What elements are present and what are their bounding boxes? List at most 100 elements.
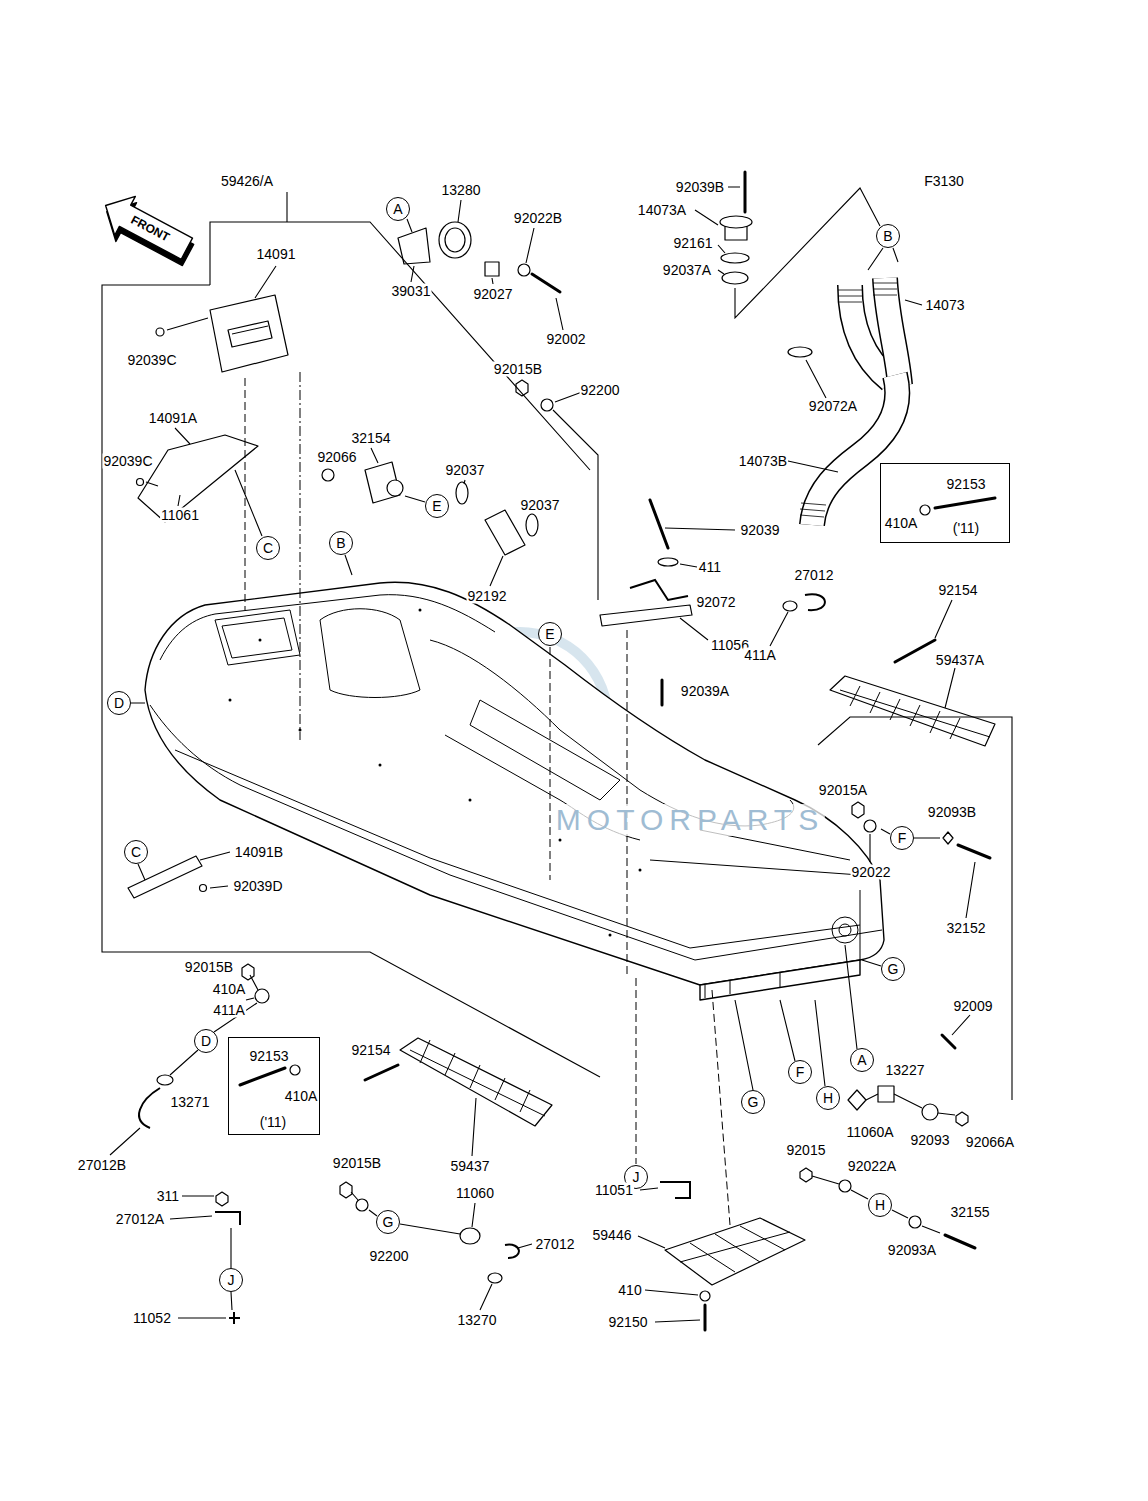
reference-letter: B <box>329 531 353 555</box>
reference-letter-text: B <box>883 229 892 243</box>
callout-number: 92192 <box>467 589 508 604</box>
callout-number: 32154 <box>351 431 392 446</box>
callout-number: 92015B <box>332 1156 382 1171</box>
callout-number: 59437 <box>450 1159 491 1174</box>
year-variant-box: 92153 410A ('11) <box>228 1037 320 1135</box>
callout-number: F3130 <box>923 174 965 189</box>
reference-letter-text: F <box>796 1065 805 1079</box>
callout-number: 27012 <box>535 1237 576 1252</box>
callout-number: 92027 <box>473 287 514 302</box>
callout-number: 59446 <box>592 1228 633 1243</box>
callout-number: 92037 <box>445 463 486 478</box>
reference-letter: G <box>741 1090 765 1114</box>
reference-letter: D <box>107 691 131 715</box>
callout-number: 92022 <box>851 865 892 880</box>
model-year-note: ('11) <box>259 1115 288 1130</box>
callout-number: 92200 <box>369 1249 410 1264</box>
reference-letter-text: A <box>393 202 402 216</box>
callout-number: 92037A <box>662 263 712 278</box>
callout-number: 39031 <box>391 284 432 299</box>
reference-letter: F <box>890 826 914 850</box>
callout-number: 92015 <box>786 1143 827 1158</box>
callout-number: 27012A <box>115 1212 165 1227</box>
reference-letter: A <box>850 1048 874 1072</box>
callout-number: 92154 <box>938 583 979 598</box>
callout-number: 92009 <box>953 999 994 1014</box>
reference-letter: H <box>816 1086 840 1110</box>
year-variant-box: 92153 410A ('11) <box>880 463 1010 543</box>
callout-number: 92200 <box>580 383 621 398</box>
reference-letter-text: H <box>823 1091 833 1105</box>
reference-letter-text: H <box>875 1198 885 1212</box>
callout-number: 92093 <box>910 1133 951 1148</box>
callout-number: 92066 <box>317 450 358 465</box>
callout-number: 59437A <box>935 653 985 668</box>
reference-letter-text: J <box>228 1273 235 1287</box>
callout-number: 59426/A <box>220 174 274 189</box>
callout-number: 92093B <box>927 805 977 820</box>
callout-number: 14091 <box>256 247 297 262</box>
callout-number: 11061 <box>160 508 200 523</box>
callout-number: 92015A <box>818 783 868 798</box>
callout-number: 410 <box>617 1283 642 1298</box>
callout-number: 92072 <box>696 595 737 610</box>
callout-number: 14073A <box>637 203 687 218</box>
reference-letter-text: G <box>888 962 899 976</box>
reference-letter: G <box>881 957 905 981</box>
callout-number: 13271 <box>170 1095 211 1110</box>
callout-number: 92039C <box>102 454 153 469</box>
callout-number: 410A <box>284 1089 319 1104</box>
callout-number: 92066A <box>965 1135 1015 1150</box>
reference-letter-text: E <box>545 627 554 641</box>
reference-letter-text: D <box>201 1034 211 1048</box>
callout-number: 11060A <box>845 1125 894 1140</box>
reference-letter-text: E <box>432 499 441 513</box>
callout-number: 14073B <box>738 454 788 469</box>
callout-number: 92015B <box>184 960 234 975</box>
callout-number: 92161 <box>673 236 714 251</box>
callout-number: 32155 <box>950 1205 991 1220</box>
callout-number: 92015B <box>493 362 543 377</box>
callout-number: 13270 <box>457 1313 498 1328</box>
reference-letter: B <box>876 224 900 248</box>
callout-number: 92150 <box>608 1315 649 1330</box>
callout-number: 92039C <box>126 353 177 368</box>
callout-number: 14073 <box>925 298 966 313</box>
callout-number: 92037 <box>520 498 561 513</box>
reference-letter: D <box>194 1029 218 1053</box>
callout-number: 11051 <box>594 1183 634 1198</box>
model-year-note: ('11) <box>952 521 981 536</box>
callout-number: 92039 <box>740 523 781 538</box>
reference-letter: A <box>386 197 410 221</box>
callout-number: 32152 <box>946 921 987 936</box>
callout-number: 11060 <box>455 1186 495 1201</box>
watermark: MOTORPARTS <box>555 804 825 836</box>
callout-number: 92072A <box>808 399 858 414</box>
reference-letter: H <box>868 1193 892 1217</box>
callout-number: 14091B <box>234 845 284 860</box>
reference-letter: C <box>124 840 148 864</box>
reference-letter: C <box>256 536 280 560</box>
reference-letter-text: A <box>857 1053 866 1067</box>
callout-number: 92153 <box>249 1049 290 1064</box>
callout-number: 311 <box>156 1189 180 1204</box>
callout-number: 92153 <box>946 477 987 492</box>
reference-letter-text: B <box>336 536 345 550</box>
callout-number: 411 <box>698 560 722 575</box>
callout-number: 92039A <box>680 684 730 699</box>
reference-letter-text: C <box>131 845 141 859</box>
reference-letter: G <box>376 1210 400 1234</box>
reference-letter-text: G <box>383 1215 394 1229</box>
callout-number: 11052 <box>132 1311 172 1326</box>
callout-number: 410A <box>212 982 247 997</box>
reference-letter: E <box>538 622 562 646</box>
callout-number: 13227 <box>885 1063 926 1078</box>
reference-letter-text: D <box>114 696 124 710</box>
callout-number: 92039D <box>232 879 283 894</box>
reference-letter-text: G <box>748 1095 759 1109</box>
callout-number: 92154 <box>351 1043 392 1058</box>
callout-number: 410A <box>884 516 919 531</box>
callout-number: 13280 <box>441 183 482 198</box>
